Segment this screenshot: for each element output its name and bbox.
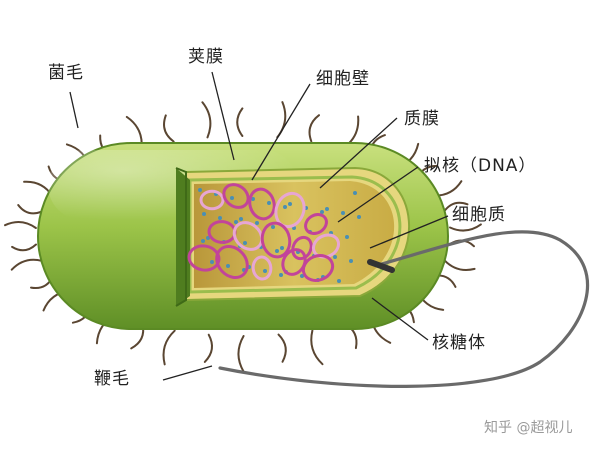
- dna-coil: [311, 233, 341, 259]
- ribosome-dot: [234, 220, 238, 224]
- ribosome-dot: [243, 241, 247, 245]
- pilus-hair: [11, 243, 37, 252]
- ribosome-dot: [271, 225, 275, 229]
- dna-coil: [251, 255, 273, 281]
- label-pili: 菌毛: [48, 63, 84, 83]
- label-capsule: 荚膜: [188, 47, 224, 67]
- ribosome-dot: [288, 202, 292, 206]
- ribosome-dot: [263, 269, 267, 273]
- pilus-hair: [163, 114, 175, 143]
- ribosome-dot: [353, 191, 357, 195]
- ribosome-dot: [226, 264, 230, 268]
- pilus-hair: [443, 201, 469, 213]
- pilus-hair: [17, 204, 43, 215]
- cytoplasm-region: [194, 181, 395, 288]
- ribosome-dot: [280, 246, 284, 250]
- ribosome-dot: [283, 205, 287, 209]
- ribosome-dot: [341, 211, 345, 215]
- label-flagellum: 鞭毛: [94, 369, 130, 389]
- label-cell-wall: 细胞壁: [316, 69, 370, 89]
- dna-coil: [248, 187, 276, 221]
- pilus-hair: [162, 329, 176, 366]
- pilus-hair: [10, 258, 43, 271]
- ribosome-dot: [202, 212, 206, 216]
- ribosome-dot: [230, 196, 234, 200]
- label-cytoplasm: 细胞质: [452, 205, 506, 225]
- ribosome-dot: [267, 201, 271, 205]
- labels: 菌毛 荚膜 细胞壁 质膜 拟核（DNA） 细胞质 核糖体 鞭毛: [48, 47, 536, 389]
- ribosome-dots: [198, 188, 361, 283]
- pilus-hair: [443, 259, 476, 272]
- dna-coil: [232, 221, 264, 251]
- dna-coil: [199, 189, 225, 211]
- dna-coil: [222, 183, 250, 209]
- ribosome-dot: [251, 197, 255, 201]
- dna-coil: [260, 221, 292, 259]
- dna-coil: [187, 244, 221, 272]
- label-nucleoid: 拟核（DNA）: [424, 156, 536, 176]
- ribosome-dot: [201, 239, 205, 243]
- ribosome-dot: [239, 217, 243, 221]
- ribosome-dot: [325, 207, 329, 211]
- pilus-hair: [449, 223, 482, 232]
- pilus-hair: [237, 335, 245, 373]
- ribosome-dot: [255, 221, 259, 225]
- ribosome-dot: [345, 235, 349, 239]
- dna-coil: [304, 213, 328, 235]
- ribosome-dot: [206, 236, 210, 240]
- ribosome-dot: [279, 273, 283, 277]
- ribosome-dot: [333, 255, 337, 259]
- dna-coil: [215, 244, 249, 280]
- cutaway: [175, 166, 410, 307]
- dna-coil: [291, 235, 313, 261]
- ribosome-dot: [210, 260, 214, 264]
- ribosome-dot: [300, 274, 304, 278]
- pilus-hair: [201, 101, 212, 139]
- watermark: 知乎 @超视儿: [484, 419, 572, 436]
- label-plasma-membrane: 质膜: [404, 109, 440, 129]
- pilus-hair: [310, 329, 324, 366]
- ribosome-dot: [320, 210, 324, 214]
- nucleoid-dna: [187, 183, 341, 282]
- dna-coil: [301, 254, 335, 282]
- leader-lines: [69, 71, 449, 381]
- ribosome-dot: [357, 215, 361, 219]
- pilus-hair: [236, 107, 244, 137]
- plasma-membrane-layer: [188, 175, 402, 294]
- ribosome-dot: [275, 249, 279, 253]
- pilus-hair: [203, 333, 213, 363]
- ribosome-dot: [218, 216, 222, 220]
- label-ribosome: 核糖体: [432, 333, 486, 353]
- pilus-hair: [308, 114, 320, 143]
- pilus-hair: [277, 333, 287, 363]
- ribosome-dot: [337, 279, 341, 283]
- flagellum: [218, 230, 589, 388]
- pilus-hair: [4, 221, 37, 229]
- ribosome-dot: [349, 259, 353, 263]
- ribosome-dot: [198, 188, 202, 192]
